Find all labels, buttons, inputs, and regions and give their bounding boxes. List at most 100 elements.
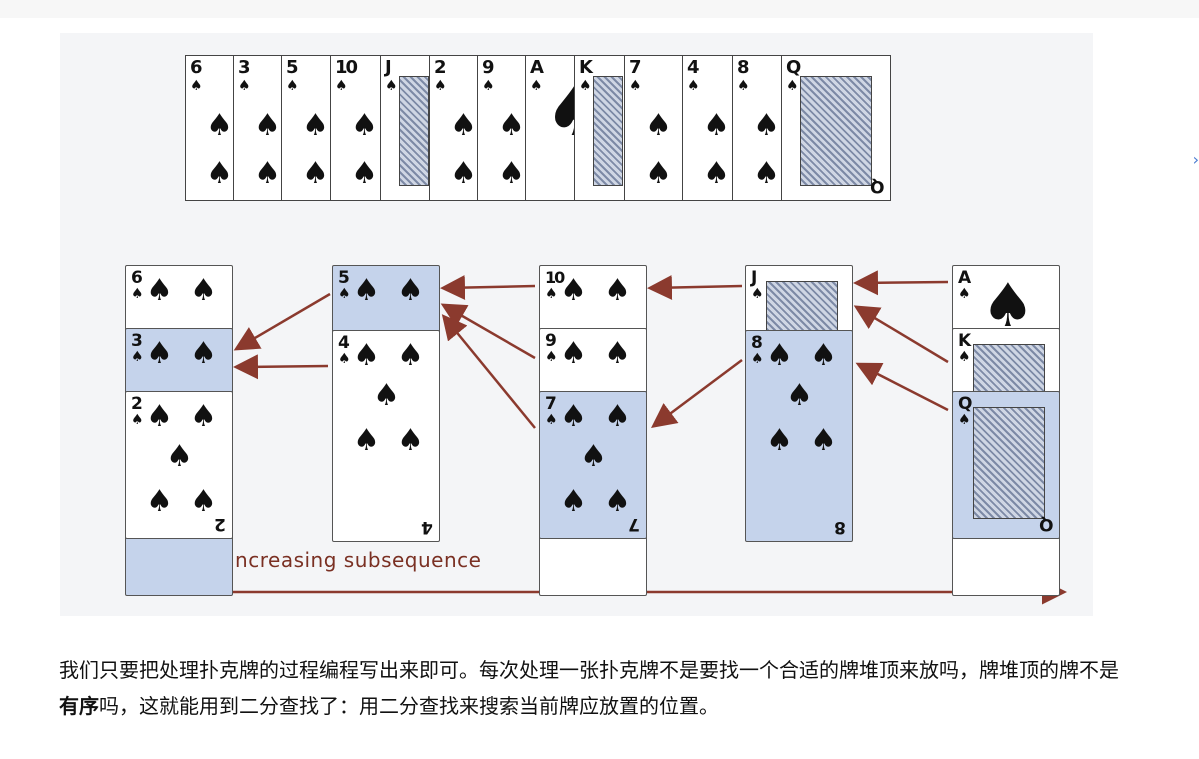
spade-icon: ♠ [958, 349, 971, 365]
spade-icon: ♠ [545, 349, 558, 365]
spade-icon: ♠ [580, 439, 607, 474]
spade-icon: ♠ [335, 78, 348, 94]
spade-icon: ♠ [545, 286, 558, 302]
spade-icon: ♠ [604, 336, 631, 371]
spade-icon: ♠ [353, 338, 380, 373]
spade-icon: ♠ [545, 412, 558, 428]
card-rank: 5 [286, 57, 299, 78]
spade-icon: ♠ [687, 78, 700, 94]
explanation-paragraph: 我们只要把处理扑克牌的过程编程写出来即可。每次处理一张扑克牌不是要找一个合适的牌… [59, 652, 1119, 724]
pile-card: Q♠Q [952, 391, 1060, 539]
face-card-art [593, 76, 623, 186]
card-rank: A [958, 268, 972, 288]
card-rank-bottom: 7 [628, 514, 640, 534]
spade-icon: ♠ [351, 156, 378, 191]
top-card: 2♠♠♠ [429, 55, 481, 201]
spade-icon: ♠ [604, 399, 631, 434]
spade-icon: ♠ [958, 286, 971, 302]
top-card: 10♠♠♠ [330, 55, 384, 201]
spade-icon: ♠ [190, 336, 217, 371]
spade-icon: ♠ [146, 273, 173, 308]
card-rank-bottom: 2 [214, 514, 226, 534]
top-card: 9♠♠♠ [477, 55, 529, 201]
spade-icon: ♠ [254, 156, 281, 191]
spade-icon: ♠ [751, 351, 764, 367]
spade-icon: ♠ [482, 78, 495, 94]
spade-icon: ♠ [560, 336, 587, 371]
spade-icon: ♠ [338, 351, 351, 367]
side-link-glyph[interactable]: › [1192, 150, 1199, 169]
spade-icon: ♠ [146, 484, 173, 519]
card-rank: 10 [335, 57, 358, 78]
top-card: 3♠♠♠ [233, 55, 285, 201]
spade-icon: ♠ [302, 108, 329, 143]
spade-icon: ♠ [737, 78, 750, 94]
pile-card: 8♠♠♠♠♠♠8 [745, 330, 853, 542]
spade-icon: ♠ [544, 76, 577, 146]
top-card: 4♠♠♠ [682, 55, 736, 201]
card-rank: 7 [545, 394, 557, 414]
top-card: 8♠♠♠ [732, 55, 785, 201]
spade-icon: ♠ [753, 108, 780, 143]
spade-icon: ♠ [146, 399, 173, 434]
spade-icon: ♠ [810, 338, 837, 373]
card-rank: 9 [545, 331, 557, 351]
card-rank: 7 [629, 57, 642, 78]
card-rank: 9 [482, 57, 495, 78]
spade-icon: ♠ [560, 484, 587, 519]
spade-icon: ♠ [166, 439, 193, 474]
spade-icon: ♠ [397, 273, 424, 308]
spade-icon: ♠ [302, 156, 329, 191]
card-rank: 3 [238, 57, 251, 78]
top-card: A♠♠ [525, 55, 578, 201]
spade-icon: ♠ [766, 338, 793, 373]
card-rank: J [385, 57, 392, 78]
spade-icon: ♠ [338, 286, 351, 302]
spade-icon: ♠ [131, 412, 144, 428]
spade-icon: ♠ [810, 423, 837, 458]
card-rank: 3 [131, 331, 143, 351]
card-rank: Q [786, 57, 802, 78]
spade-icon: ♠ [560, 273, 587, 308]
spade-icon: ♠ [353, 423, 380, 458]
spade-icon: ♠ [206, 108, 233, 143]
spade-icon: ♠ [498, 108, 525, 143]
spade-icon: ♠ [604, 273, 631, 308]
spade-icon: ♠ [703, 108, 730, 143]
card-rank: A [530, 57, 544, 78]
pile-card: 4♠♠♠♠♠♠4 [332, 330, 440, 542]
spade-icon: ♠ [530, 78, 543, 94]
card-rank: 6 [190, 57, 203, 78]
spade-icon: ♠ [351, 108, 378, 143]
card-rank: 10 [545, 268, 565, 287]
card-rank-bottom: Q [1038, 514, 1053, 534]
spade-icon: ♠ [450, 156, 477, 191]
top-card: J♠ [380, 55, 433, 201]
paragraph-text: 我们只要把处理扑克牌的过程编程写出来即可。每次处理一张扑克牌不是要找一个合适的牌… [59, 658, 1119, 682]
caption: increasing subsequence [229, 548, 482, 572]
spade-icon: ♠ [751, 286, 764, 302]
card-rank: 4 [687, 57, 700, 78]
face-card-art [973, 407, 1045, 519]
spade-icon: ♠ [131, 349, 144, 365]
card-rank: K [958, 331, 972, 351]
spade-icon: ♠ [981, 271, 1035, 341]
pile-card: 7♠♠♠♠♠♠7 [539, 391, 647, 539]
paragraph-text-2: 吗，这就能用到二分查找了：用二分查找来搜索当前牌应放置的位置。 [99, 694, 719, 718]
top-card: 5♠♠♠ [281, 55, 334, 201]
card-rank: 2 [131, 394, 143, 414]
card-rank: 8 [751, 333, 763, 353]
spade-icon: ♠ [353, 273, 380, 308]
card-rank-bottom: 4 [421, 517, 433, 537]
spade-icon: ♠ [397, 423, 424, 458]
card-rank: Q [958, 394, 973, 414]
top-card-row: 6♠♠♠3♠♠♠5♠♠♠10♠♠♠J♠2♠♠♠9♠♠♠A♠♠K♠7♠♠♠4♠♠♠… [185, 55, 891, 203]
pile-card: 2♠♠♠♠♠♠2 [125, 391, 233, 539]
top-card: K♠ [574, 55, 628, 201]
spade-icon: ♠ [190, 78, 203, 94]
top-card: Q♠Q [781, 55, 891, 201]
card-rank: J [751, 268, 758, 288]
spade-icon: ♠ [434, 78, 447, 94]
card-rank: 6 [131, 268, 143, 288]
spade-icon: ♠ [286, 78, 299, 94]
